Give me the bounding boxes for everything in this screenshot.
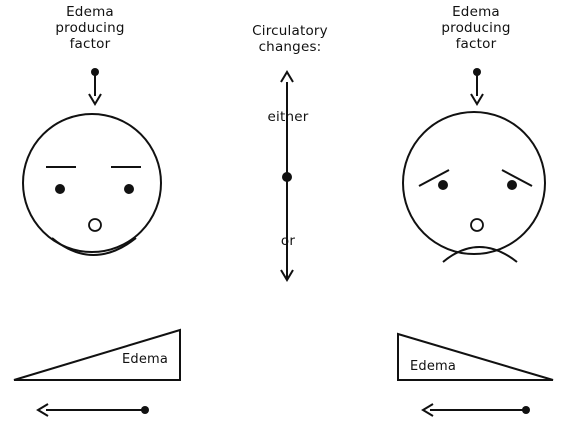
left-bottom-arrow (38, 404, 149, 416)
circulatory-change-arrow (281, 72, 293, 280)
right-factor-arrow (471, 68, 483, 104)
left-edema-wedge (14, 330, 180, 380)
right-edema-wedge (398, 334, 553, 380)
frowning-face-icon (403, 112, 545, 262)
left-factor-arrow (89, 68, 101, 104)
right-bottom-arrow (423, 404, 530, 416)
smiling-face-icon (23, 114, 161, 255)
